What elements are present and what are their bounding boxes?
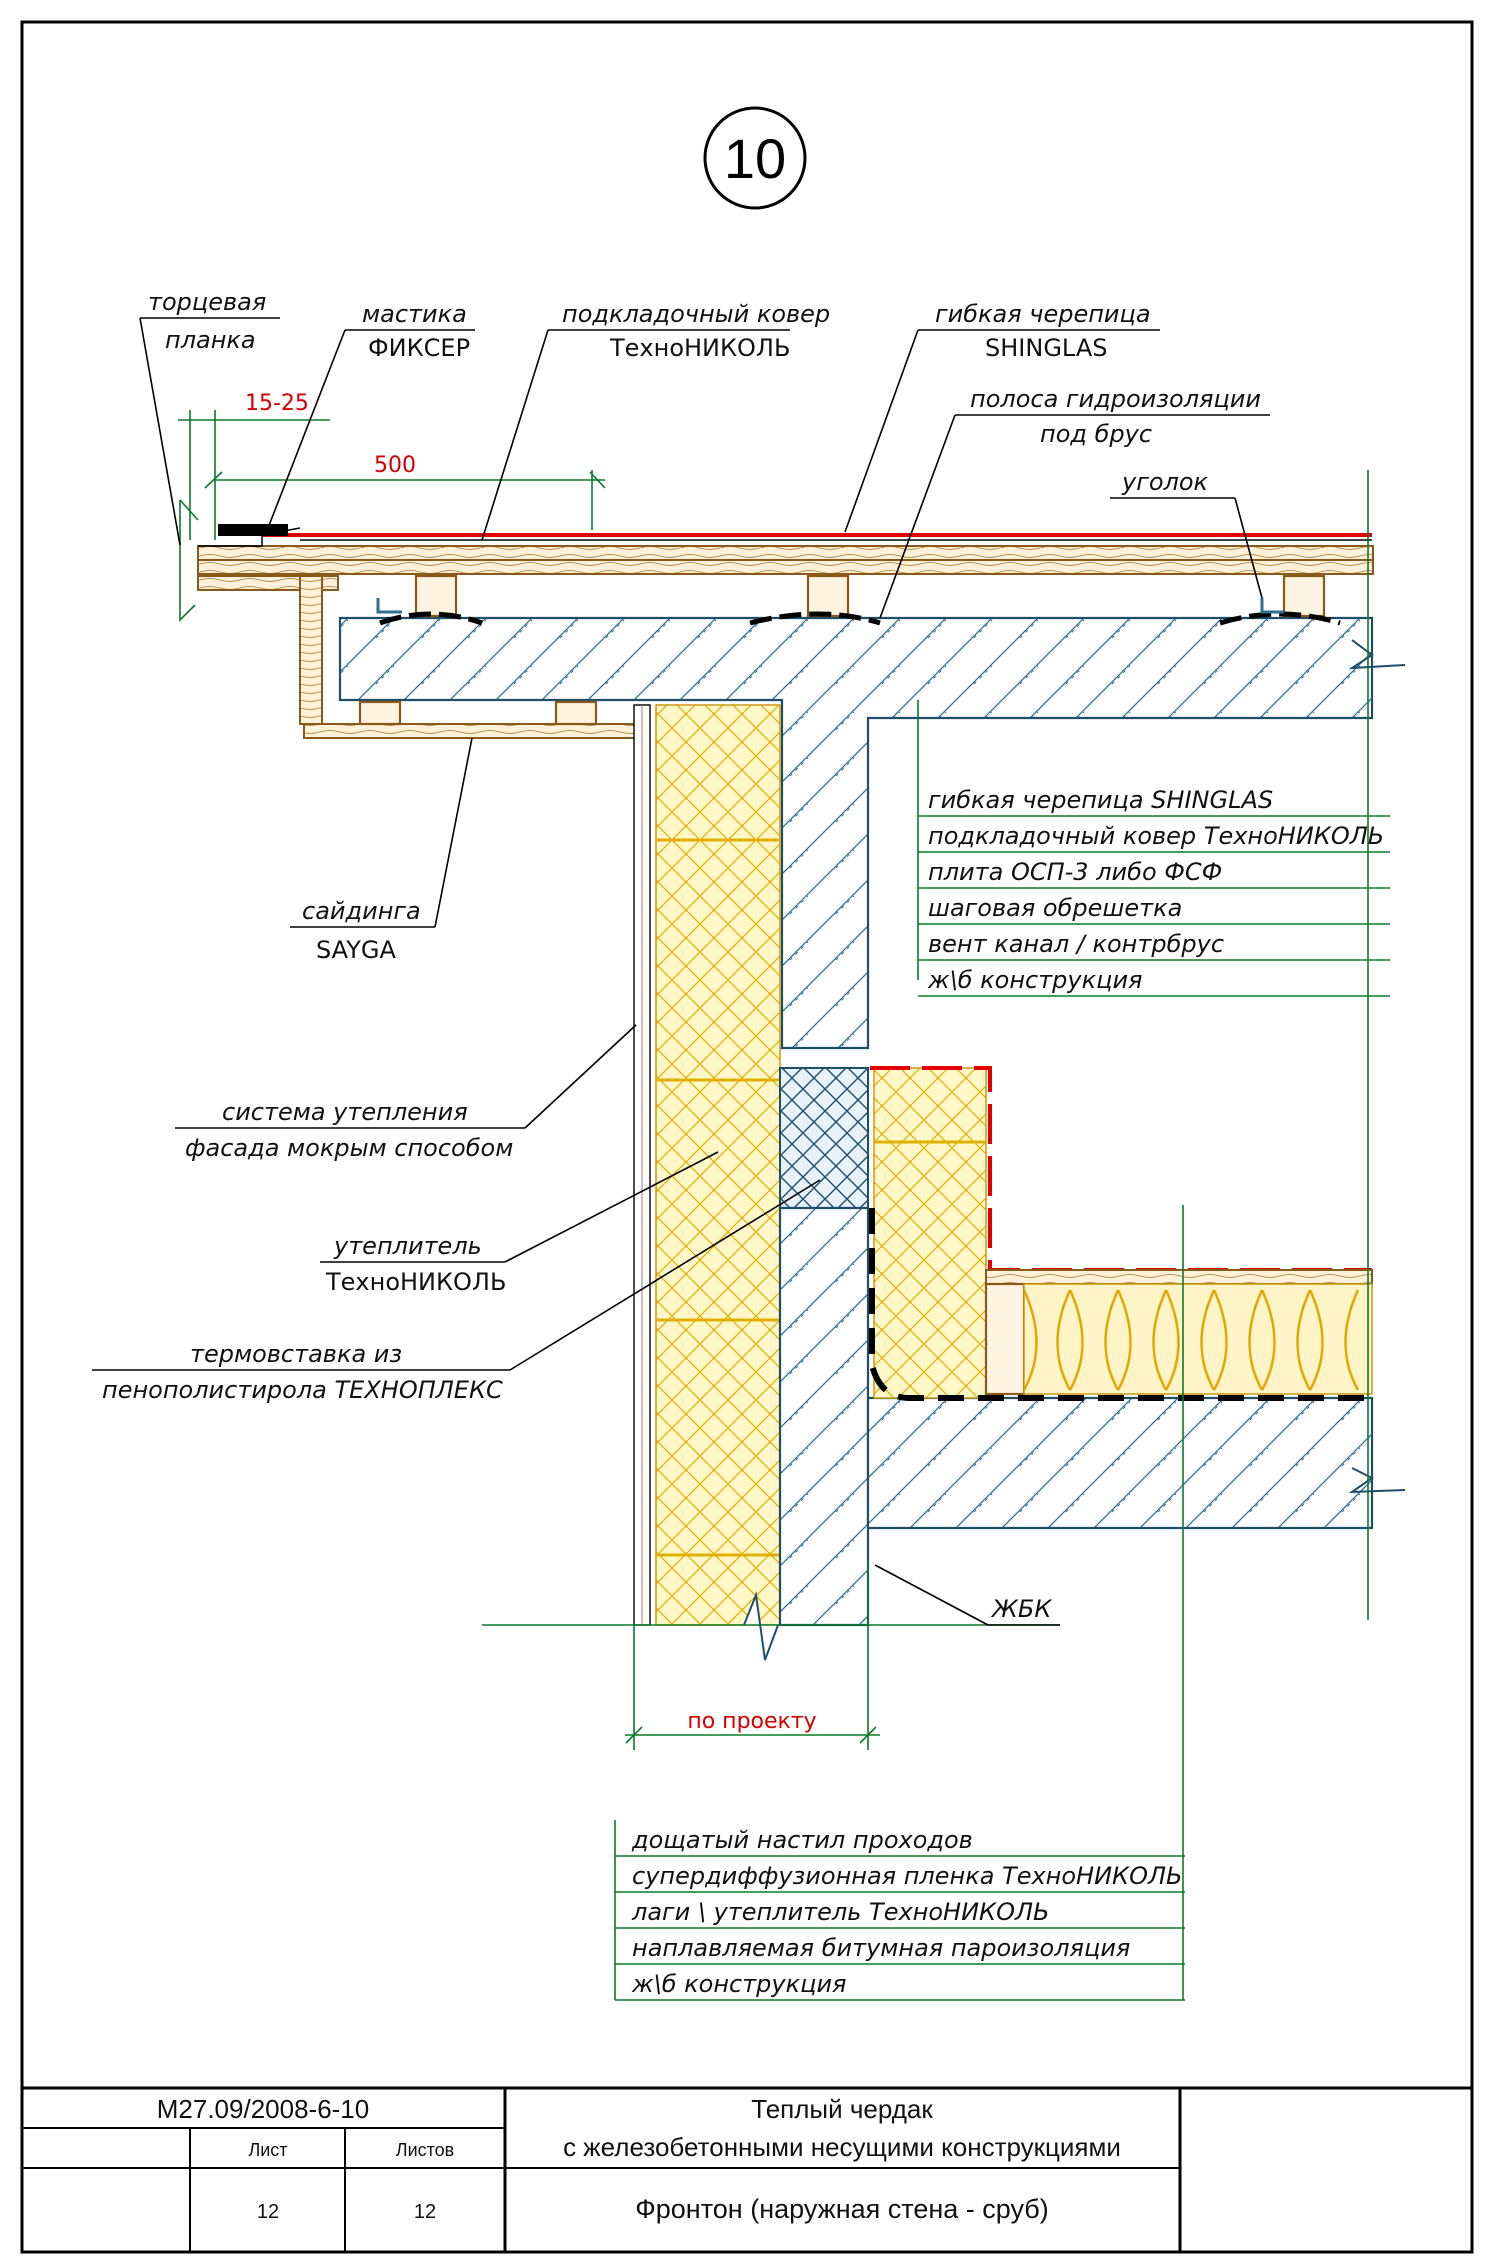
label-end-plank: торцевая bbox=[148, 288, 266, 316]
roof-layer-item: шаговая обрешетка bbox=[928, 894, 1182, 922]
roof-layer-list: гибкая черепица SHINGLAS подкладочный ко… bbox=[918, 786, 1390, 997]
labels-group: торцевая планка мастика ФИКСЕР подкладоч… bbox=[92, 288, 1270, 1626]
dim-15-25: 15-25 bbox=[245, 391, 309, 416]
wall-dimension: по проекту bbox=[482, 1560, 1060, 1750]
label-shingles: гибкая черепица bbox=[935, 300, 1151, 328]
floor-joist bbox=[984, 1282, 1026, 1396]
label-facade-2: фасада мокрым способом bbox=[185, 1134, 513, 1162]
floor-layer-item: супердиффузионная пленка ТехноНИКОЛЬ bbox=[632, 1862, 1183, 1890]
sheet-number: 12 bbox=[257, 2201, 279, 2223]
detail-number: 10 bbox=[724, 127, 786, 190]
sheet-frame bbox=[20, 20, 1474, 2254]
label-insulation-2: ТехноНИКОЛЬ bbox=[325, 1268, 506, 1296]
roof-slab bbox=[338, 616, 1374, 1050]
wall-insulation bbox=[655, 704, 781, 1626]
mastic-strip bbox=[218, 524, 288, 536]
label-underlay-2: ТехноНИКОЛЬ bbox=[609, 334, 790, 362]
dim-500: 500 bbox=[374, 453, 416, 478]
roof-layer-item: гибкая черепица SHINGLAS bbox=[928, 786, 1273, 814]
wall-assembly bbox=[633, 704, 870, 1661]
drawing-subtitle: Фронтон (наружная стена - сруб) bbox=[635, 2194, 1048, 2224]
floor-slab bbox=[866, 1396, 1374, 1530]
floor-layer-item: лаги \ утеплитель ТехноНИКОЛЬ bbox=[631, 1898, 1049, 1926]
roof-layer-item: подкладочный ковер ТехноНИКОЛЬ bbox=[928, 822, 1384, 850]
label-strip-2: под брус bbox=[1040, 420, 1152, 448]
roof-dimensions: 15-25 500 bbox=[178, 391, 606, 540]
label-siding-2: SAYGA bbox=[316, 936, 396, 964]
eave-fascia bbox=[299, 575, 323, 725]
roof-assembly bbox=[179, 499, 1406, 1050]
label-rc: ЖБК bbox=[990, 1595, 1052, 1623]
floor-layer-list: дощатый настил проходов супердиффузионна… bbox=[614, 1820, 1185, 2001]
title-block: М27.09/2008-6-10 Лист Листов 12 12 Теплы… bbox=[22, 2086, 1472, 2252]
label-angle: уголок bbox=[1121, 468, 1209, 496]
roof-layer-item: ж\б конструкция bbox=[927, 966, 1143, 994]
osb-board bbox=[197, 545, 1374, 561]
roof-layer-item: вент канал / контрбрус bbox=[928, 930, 1224, 958]
floor-boards bbox=[985, 1269, 1373, 1285]
label-thermal: термовставка из bbox=[190, 1340, 402, 1368]
label-mastic-2: ФИКСЕР bbox=[368, 334, 470, 362]
label-end-plank-2: планка bbox=[165, 326, 256, 354]
drawing-code: М27.09/2008-6-10 bbox=[157, 2094, 369, 2124]
title-line-2: с железобетонными несущими конструкциями bbox=[563, 2132, 1121, 2162]
xps-thermal-insert bbox=[779, 1067, 869, 1209]
sheets-label: Листов bbox=[396, 2140, 454, 2160]
sheets-count: 12 bbox=[414, 2201, 436, 2223]
title-line-1: Теплый чердак bbox=[751, 2094, 933, 2124]
label-thermal-2: пенополистирола ТЕХНОПЛЕКС bbox=[102, 1376, 503, 1404]
label-mastic: мастика bbox=[362, 300, 467, 328]
label-insulation: утеплитель bbox=[333, 1232, 482, 1260]
label-siding: сайдинга bbox=[302, 897, 421, 925]
floor-assembly bbox=[866, 1066, 1406, 1530]
batten-board bbox=[197, 559, 1374, 575]
timber-counterbattens bbox=[414, 574, 1326, 618]
floor-layer-item: дощатый настил проходов bbox=[631, 1826, 973, 1854]
sheet-label: Лист bbox=[248, 2140, 287, 2160]
detail-number-marker: 10 bbox=[703, 106, 807, 210]
edge-insulation bbox=[873, 1067, 987, 1399]
siding-soffit bbox=[303, 723, 637, 739]
roof-layer-item: плита ОСП-3 либо ФСФ bbox=[928, 858, 1222, 886]
label-facade: система утепления bbox=[222, 1098, 468, 1126]
floor-layer-item: наплавляемая битумная пароизоляция bbox=[632, 1934, 1130, 1962]
label-underlay: подкладочный ковер bbox=[562, 300, 830, 328]
label-strip: полоса гидроизоляции bbox=[970, 385, 1261, 413]
dim-per-project: по проекту bbox=[687, 1709, 816, 1734]
floor-layer-item: ж\б конструкция bbox=[631, 1970, 847, 1998]
label-shingles-2: SHINGLAS bbox=[985, 334, 1107, 362]
